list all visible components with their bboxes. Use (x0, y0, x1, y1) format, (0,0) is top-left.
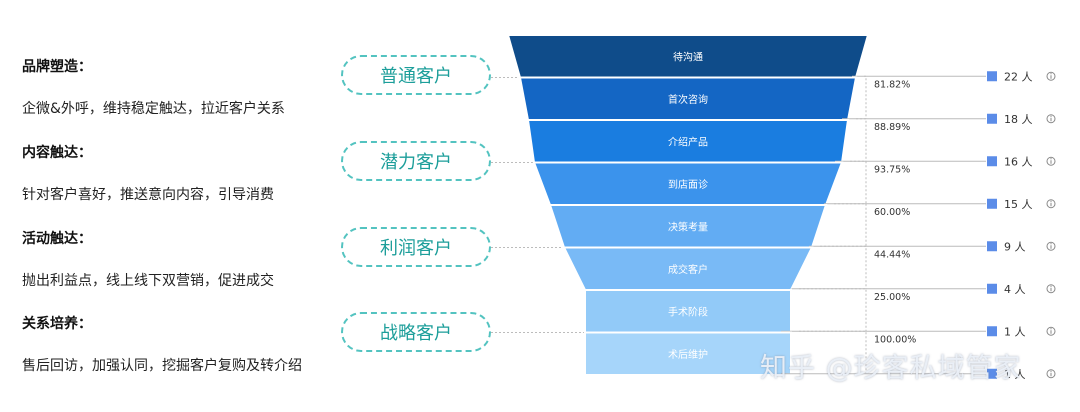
section-title: 品牌塑造： (22, 59, 92, 75)
stage-value: 1 人 (1004, 368, 1026, 381)
conversion-bracket (799, 288, 867, 332)
watermark: 知乎 @珍客私域管家 (760, 353, 1022, 384)
funnel-stage-label: 术后维护 (668, 348, 708, 361)
section-relationship: 关系培养： 售后回访，加强认同，挖掘客户复购及转介绍 (22, 313, 302, 375)
section-content: 内容触达： 针对客户喜好，推送意向内容，引导消费 (22, 142, 274, 204)
info-icon[interactable] (1046, 369, 1056, 379)
funnel-stage-label: 手术阶段 (668, 305, 708, 318)
funnel-stage-label: 介绍产品 (668, 135, 708, 148)
stage-value: 9 人 (1004, 240, 1026, 253)
info-icon[interactable] (1046, 71, 1056, 81)
section-title: 活动触达： (22, 231, 92, 247)
conversion-rate: 100.00% (874, 335, 916, 346)
funnel-stage-8 (584, 331, 792, 376)
funnel-stage-label: 首次咨询 (668, 93, 708, 106)
section-desc: 抛出利益点，线上线下双营销，促进成交 (22, 273, 274, 289)
group-pill-potential: 潜力客户 (341, 141, 491, 181)
legend-square (987, 283, 997, 294)
info-icon[interactable] (1046, 156, 1056, 166)
stage-value: 15 人 (1004, 198, 1033, 211)
funnel-stage-label: 待沟通 (673, 50, 703, 63)
stage-value: 1 人 (1004, 325, 1026, 338)
legend-square (987, 368, 997, 379)
conversion-bracket (820, 245, 867, 289)
info-icon[interactable] (1046, 326, 1056, 336)
group-pill-profit: 利润客户 (341, 227, 491, 267)
conversion-rate: 81.82% (874, 80, 910, 91)
legend-square (987, 241, 997, 252)
conversion-rate: 25.00% (874, 292, 910, 303)
section-desc: 企微&外呼，维持稳定触达，拉近客户关系 (22, 101, 285, 117)
funnel-stage-label: 成交客户 (668, 263, 708, 276)
stage-value: 22 人 (1004, 70, 1033, 83)
conversion-rate: 93.75% (874, 165, 910, 176)
conversion-rate: 44.44% (874, 250, 910, 261)
section-desc: 针对客户喜好，推送意向内容，引导消费 (22, 187, 274, 203)
group-pill-strategic: 战略客户 (341, 312, 491, 352)
legend-square (987, 71, 997, 82)
section-title: 关系培养： (22, 316, 92, 332)
section-desc: 售后回访，加强认同，挖掘客户复购及转介绍 (22, 358, 302, 374)
info-icon[interactable] (1046, 199, 1056, 209)
section-title: 内容触达： (22, 145, 92, 161)
section-activity: 活动触达： 抛出利益点，线上线下双营销，促进成交 (22, 228, 274, 290)
info-icon[interactable] (1046, 241, 1056, 251)
legend-square (987, 198, 997, 209)
legend-square (987, 326, 997, 337)
info-icon[interactable] (1046, 114, 1056, 124)
conversion-rate: 88.89% (874, 122, 910, 133)
stage-value: 18 人 (1004, 113, 1033, 126)
legend-square (987, 113, 997, 124)
conversion-bracket (864, 75, 867, 119)
strategy-panel: 品牌塑造： 企微&外呼，维持稳定触达，拉近客户关系 内容触达： 针对客户喜好，推… (0, 0, 330, 412)
conversion-rate: 60.00% (874, 207, 910, 218)
conversion-bracket (834, 203, 867, 247)
funnel-stage-label: 到店面诊 (668, 178, 708, 191)
conversion-bracket (856, 118, 867, 162)
conversion-bracket (850, 160, 867, 204)
stage-value: 4 人 (1004, 283, 1026, 296)
stage-value: 16 人 (1004, 155, 1033, 168)
legend-square (987, 156, 997, 167)
info-icon[interactable] (1046, 284, 1056, 294)
section-brand: 品牌塑造： 企微&外呼，维持稳定触达，拉近客户关系 (22, 56, 285, 118)
group-pill-normal: 普通客户 (341, 55, 491, 95)
funnel-stage-label: 决策考量 (668, 220, 708, 233)
